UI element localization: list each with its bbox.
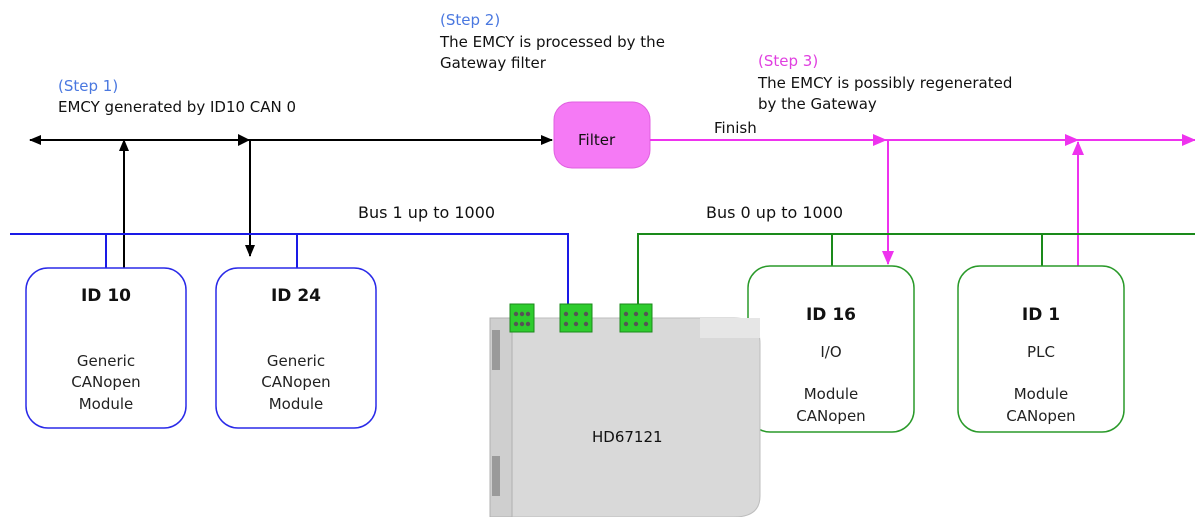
step3-line1: The EMCY is possibly regenerated [758,74,1013,92]
connector-1 [509,303,535,333]
connector-3 [619,303,653,333]
module-id16-line2: Module [803,385,859,403]
filter-box [553,101,651,169]
module-box-id10 [25,267,187,429]
module-id24-line3: Module [268,395,324,413]
module-id16-line3: CANopen [796,407,866,425]
module-id10-line2: CANopen [71,373,141,391]
step1-text: EMCY generated by ID10 CAN 0 [58,98,297,116]
module-box-id1 [957,265,1125,433]
finish-label: Finish [714,119,757,137]
bus1-label: Bus 1 up to 1000 [358,203,496,222]
module-id10-title: ID 10 [80,286,131,306]
module-id24-title: ID 24 [270,286,321,306]
module-id10-line3: Module [78,395,134,413]
module-box-id24 [215,267,377,429]
filter-label: Filter [578,131,616,149]
module-id16-line1: I/O [820,343,842,361]
step3-label: (Step 3) [758,52,819,70]
step3-line2: by the Gateway [758,95,877,113]
module-id16-title: ID 16 [805,305,856,325]
module-id1-line3: CANopen [1006,407,1076,425]
module-id24-line2: CANopen [261,373,331,391]
module-id1-line2: Module [1013,385,1069,403]
bus1-line [10,233,569,304]
bus0-line [637,233,1195,304]
module-id24-line1: Generic [266,352,326,370]
module-id10-line1: Generic [76,352,136,370]
step2-line1: The EMCY is processed by the [440,33,665,51]
gateway-device [489,303,761,517]
step2-label: (Step 2) [440,11,501,29]
module-id1-title: ID 1 [1021,305,1061,325]
gateway-label: HD67121 [592,428,663,446]
connector-2 [559,303,593,333]
module-id1-line1: PLC [1027,343,1055,361]
step1-label: (Step 1) [58,77,119,95]
emcy-junction-arrow [238,134,250,146]
step2-line2: Gateway filter [440,54,546,72]
bus0-label: Bus 0 up to 1000 [706,203,844,222]
